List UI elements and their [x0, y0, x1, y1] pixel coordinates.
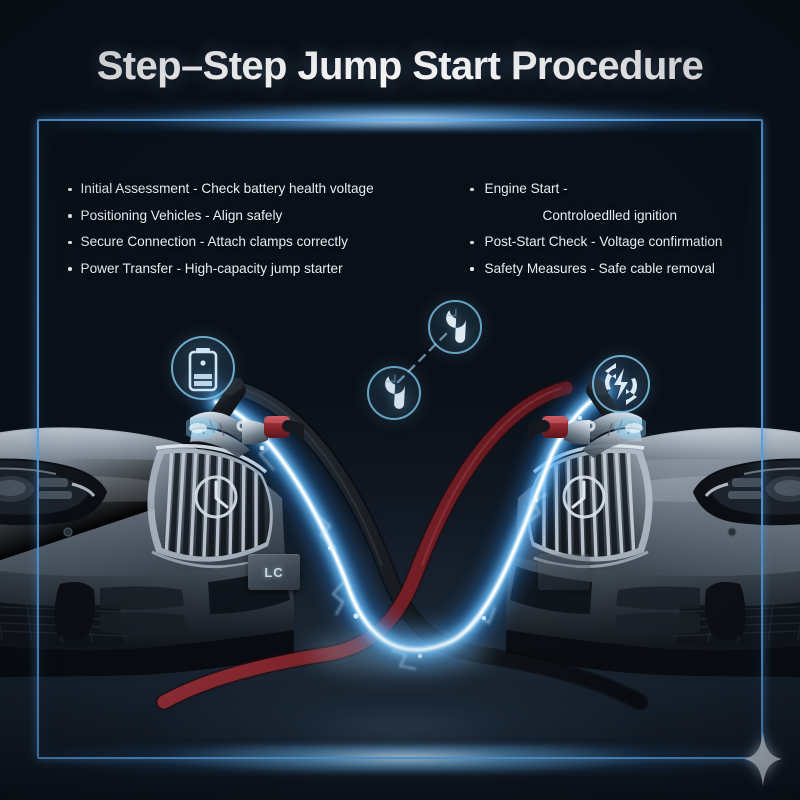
vehicle-right — [506, 392, 800, 692]
bullet-dot — [68, 214, 72, 218]
list-item: Engine Start - Controloedlled ignition — [470, 176, 765, 229]
page-title: Step–Step Jump Start Procedure — [96, 44, 704, 88]
connector-dashed-line — [396, 330, 450, 384]
bullet-dot — [470, 240, 474, 244]
list-item: Power Transfer - High-capacity jump star… — [68, 256, 398, 283]
list-item-text: Engine Start - — [484, 181, 568, 196]
frame-glow-bottom — [60, 745, 750, 773]
list-item-label: Initial Assessment - Check battery healt… — [81, 176, 399, 203]
list-item-text-line2: Controloedlled ignition — [542, 207, 678, 223]
bullet-dot — [68, 187, 72, 191]
right-bullet-column: Engine Start - Controloedlled ignition P… — [470, 176, 765, 282]
list-item-label: Power Transfer - High-capacity jump star… — [80, 260, 343, 276]
bullet-dot — [68, 240, 72, 244]
battery-icon — [188, 348, 218, 392]
jumper-cables — [155, 377, 649, 710]
list-item: Initial Assessment - Check battery healt… — [68, 176, 398, 203]
power-cycle-badge — [585, 348, 657, 420]
bullet-dot — [470, 267, 474, 271]
frame-glow-top — [60, 104, 750, 130]
wrench-badge-upper — [424, 296, 486, 358]
list-item-text-line2: removal — [666, 260, 715, 276]
wrench-badge-lower — [363, 362, 425, 424]
list-item: Post-Start Check - Voltage confirmation — [470, 229, 765, 256]
four-point-star-icon — [744, 732, 782, 786]
battery-clamp-left — [182, 377, 310, 469]
license-plate-right — [538, 554, 590, 590]
power-cycle-icon — [604, 363, 638, 405]
bullet-dot — [68, 267, 72, 271]
list-item-label: Safety Measures - Safe cable removal — [485, 256, 766, 283]
list-item-label: Engine Start - Controloedlled ignition — [485, 176, 766, 229]
battery-clamp-right — [522, 377, 650, 469]
battery-badge — [165, 330, 241, 406]
list-item-text: Safety Measures - Safe cable — [484, 260, 663, 276]
list-item-label: Positioning Vehicles - Align safely — [80, 207, 283, 223]
wrench-icon — [385, 374, 406, 409]
bullet-dot — [470, 187, 474, 191]
wrench-icon — [446, 308, 467, 343]
list-item-label: Secure Connection - Attach clamps correc… — [80, 234, 348, 249]
list-item: Secure Connection - Attach clamps correc… — [68, 229, 398, 256]
list-item-text: Initial Assessment - Check battery healt… — [80, 181, 327, 196]
list-item-label: Post-Start Check - Voltage confirmation — [484, 234, 723, 249]
left-bullet-column: Initial Assessment - Check battery healt… — [68, 176, 398, 282]
list-item: Safety Measures - Safe cable removal — [470, 256, 765, 283]
license-plate-left: LC — [248, 554, 300, 590]
list-item-text-line2: voltage — [329, 181, 374, 196]
vehicle-left — [0, 392, 294, 692]
list-item: Positioning Vehicles - Align safely — [68, 203, 398, 230]
